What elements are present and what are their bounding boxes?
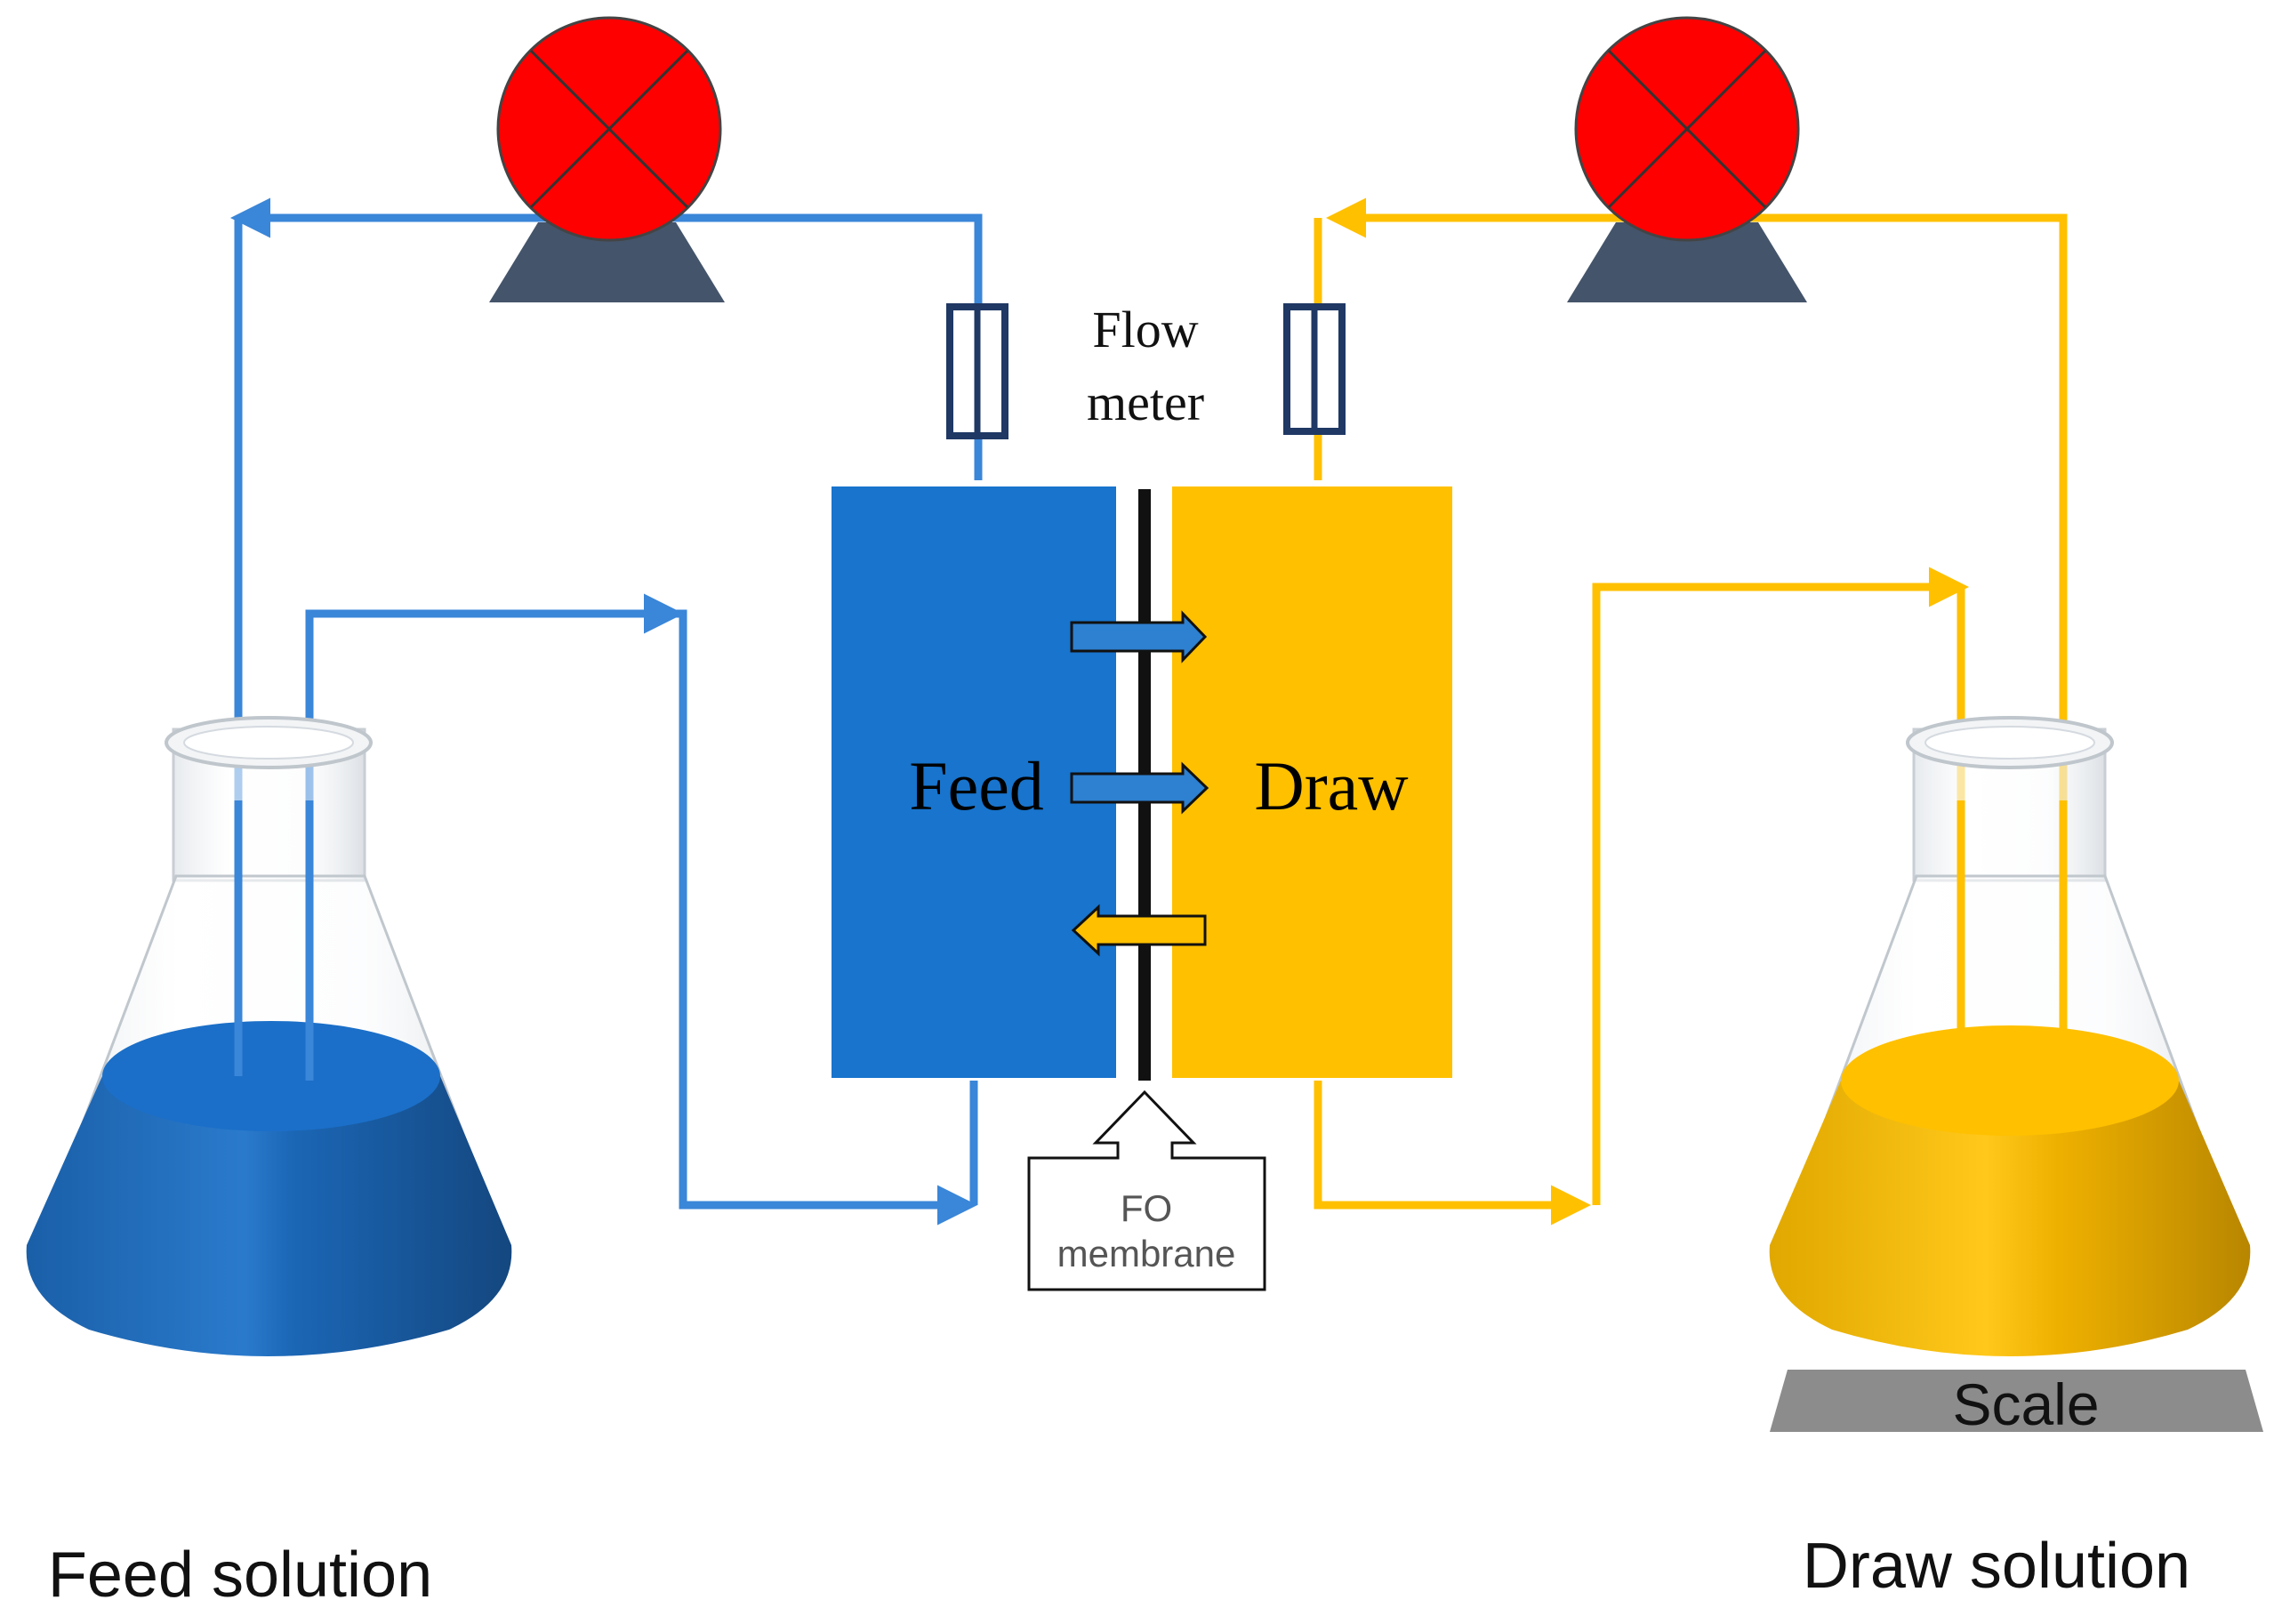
reverse-solute-flux-arrow-icon xyxy=(1071,904,1207,957)
scale-icon xyxy=(1770,1370,2263,1432)
feed-flask-icon xyxy=(26,716,512,1356)
feed-pump-icon xyxy=(489,16,725,302)
water-flux-arrow-icon xyxy=(1070,761,1209,815)
membrane-label-line2: membrane xyxy=(1057,1233,1236,1274)
draw-pump-icon xyxy=(1567,16,1807,302)
scale-label: Scale xyxy=(1952,1371,2099,1437)
membrane-label-line1: FO xyxy=(1121,1187,1172,1229)
feed-chamber xyxy=(832,486,1116,1078)
draw-flow-meter-icon xyxy=(1283,303,1346,435)
draw-solution-label: Draw solution xyxy=(1803,1531,2190,1602)
draw-chamber-label: Draw xyxy=(1254,747,1408,824)
flow-meter-label-line1: Flow xyxy=(1092,301,1198,358)
draw-flask-icon xyxy=(1769,716,2251,1356)
flask-dip-tubes xyxy=(234,800,2068,1089)
feed-flow-meter-icon xyxy=(946,303,1008,439)
feed-solution-label: Feed solution xyxy=(48,1540,432,1611)
draw-chamber xyxy=(1172,486,1452,1078)
flow-meter-label-line2: meter xyxy=(1087,374,1204,431)
water-flux-arrow-icon xyxy=(1070,610,1208,663)
membrane-callout xyxy=(1027,1089,1266,1291)
feed-chamber-label: Feed xyxy=(909,747,1044,824)
